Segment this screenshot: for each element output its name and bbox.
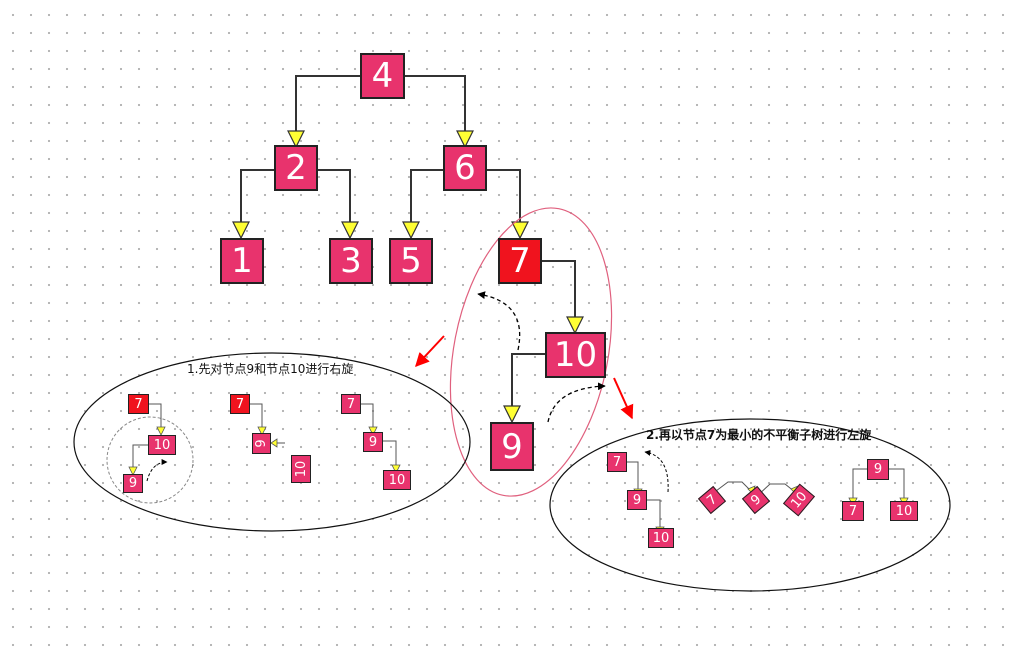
s2c-edge-9-7 bbox=[852, 468, 868, 499]
edge-7-10 bbox=[542, 260, 576, 318]
arrowhead-10 bbox=[566, 316, 584, 335]
unbalanced-subtree-ellipse bbox=[449, 207, 613, 497]
arrowhead-1 bbox=[232, 221, 250, 240]
step2-ellipse bbox=[549, 418, 951, 592]
arrowhead-2 bbox=[287, 130, 305, 149]
s1b-node-10: 10 bbox=[291, 455, 311, 483]
pointer-arrow-step2 bbox=[613, 377, 634, 420]
node-6: 6 bbox=[443, 145, 487, 191]
s1b-arrowhead-10 bbox=[270, 438, 278, 448]
s2b-edge-7-9 bbox=[711, 481, 753, 495]
node-4: 4 bbox=[360, 53, 405, 99]
arrowhead-3 bbox=[341, 221, 359, 240]
s1a-node-9: 9 bbox=[123, 474, 143, 493]
step1-arrowheads bbox=[128, 426, 401, 476]
s2a-node-7: 7 bbox=[607, 452, 627, 472]
s1a-arrowhead-10 bbox=[156, 426, 166, 436]
edge-2-1 bbox=[240, 169, 274, 223]
arrowhead-7 bbox=[511, 221, 529, 240]
s2c-node-10: 10 bbox=[890, 501, 918, 521]
s2c-node-7: 7 bbox=[842, 501, 864, 521]
step1-focus-circle bbox=[106, 416, 194, 504]
edge-6-7 bbox=[487, 169, 521, 223]
s1b-edge-7-9 bbox=[250, 403, 263, 428]
step1-ellipse bbox=[73, 352, 471, 532]
edge-4-6 bbox=[405, 75, 466, 132]
step2-arrowheads bbox=[633, 485, 909, 536]
s2a-edge-9-10 bbox=[647, 499, 661, 528]
s1a-node-7: 7 bbox=[128, 394, 149, 414]
s1c-node-7: 7 bbox=[341, 394, 361, 414]
s1c-arrowhead-9 bbox=[368, 426, 378, 436]
s1c-edge-9-10 bbox=[382, 440, 397, 466]
s1a-node-10: 10 bbox=[148, 435, 176, 455]
s2c-edge-9-10 bbox=[889, 468, 905, 499]
arrowhead-9 bbox=[503, 405, 521, 424]
node-3: 3 bbox=[329, 238, 373, 284]
s1c-edge-7-9 bbox=[360, 403, 374, 428]
node-2: 2 bbox=[274, 145, 318, 191]
main-tree-edges bbox=[240, 75, 576, 407]
s1a-arrowhead-9 bbox=[128, 466, 138, 476]
node-1: 1 bbox=[220, 238, 264, 284]
step1-edges bbox=[132, 403, 397, 468]
edge-10-9 bbox=[511, 353, 545, 407]
step2-rotation-arrow bbox=[644, 449, 669, 493]
s1c-node-9: 9 bbox=[363, 432, 383, 452]
step1-caption: 1.先对节点9和节点10进行右旋 bbox=[187, 362, 354, 376]
s2a-node-10: 10 bbox=[648, 528, 674, 548]
s2c-node-9: 9 bbox=[867, 459, 889, 480]
step2-caption: 2.再以节点7为最小的不平衡子树进行左旋 bbox=[646, 428, 872, 442]
edge-6-5 bbox=[410, 169, 443, 223]
right-rotation-hint-arrow bbox=[547, 382, 606, 423]
node-9: 9 bbox=[490, 422, 534, 471]
edge-4-2 bbox=[295, 75, 360, 132]
main-tree-arrowheads bbox=[232, 130, 584, 424]
arrowhead-5 bbox=[402, 221, 420, 240]
s1c-arrowhead-10 bbox=[391, 464, 401, 474]
step1-rotation-arrow bbox=[146, 459, 168, 482]
pointer-arrow-step1 bbox=[415, 335, 445, 368]
s2a-node-9: 9 bbox=[627, 490, 647, 510]
node-5: 5 bbox=[389, 238, 433, 284]
s1a-edge-7-10 bbox=[149, 403, 162, 428]
edge-2-3 bbox=[318, 169, 351, 223]
s2a-edge-7-9 bbox=[627, 461, 639, 490]
arrowhead-6 bbox=[456, 130, 474, 149]
s1b-arrowhead-9 bbox=[257, 426, 267, 436]
node-7: 7 bbox=[498, 238, 542, 284]
s1a-edge-10-9 bbox=[132, 444, 148, 468]
left-rotation-hint-arrow bbox=[477, 291, 521, 351]
s1b-node-7: 7 bbox=[230, 394, 250, 414]
s1b-node-9: 9 bbox=[252, 433, 271, 454]
s2b-edge-9-10 bbox=[755, 483, 796, 498]
s1c-node-10: 10 bbox=[383, 470, 411, 490]
step2-edges bbox=[627, 461, 905, 528]
node-10: 10 bbox=[545, 332, 606, 378]
